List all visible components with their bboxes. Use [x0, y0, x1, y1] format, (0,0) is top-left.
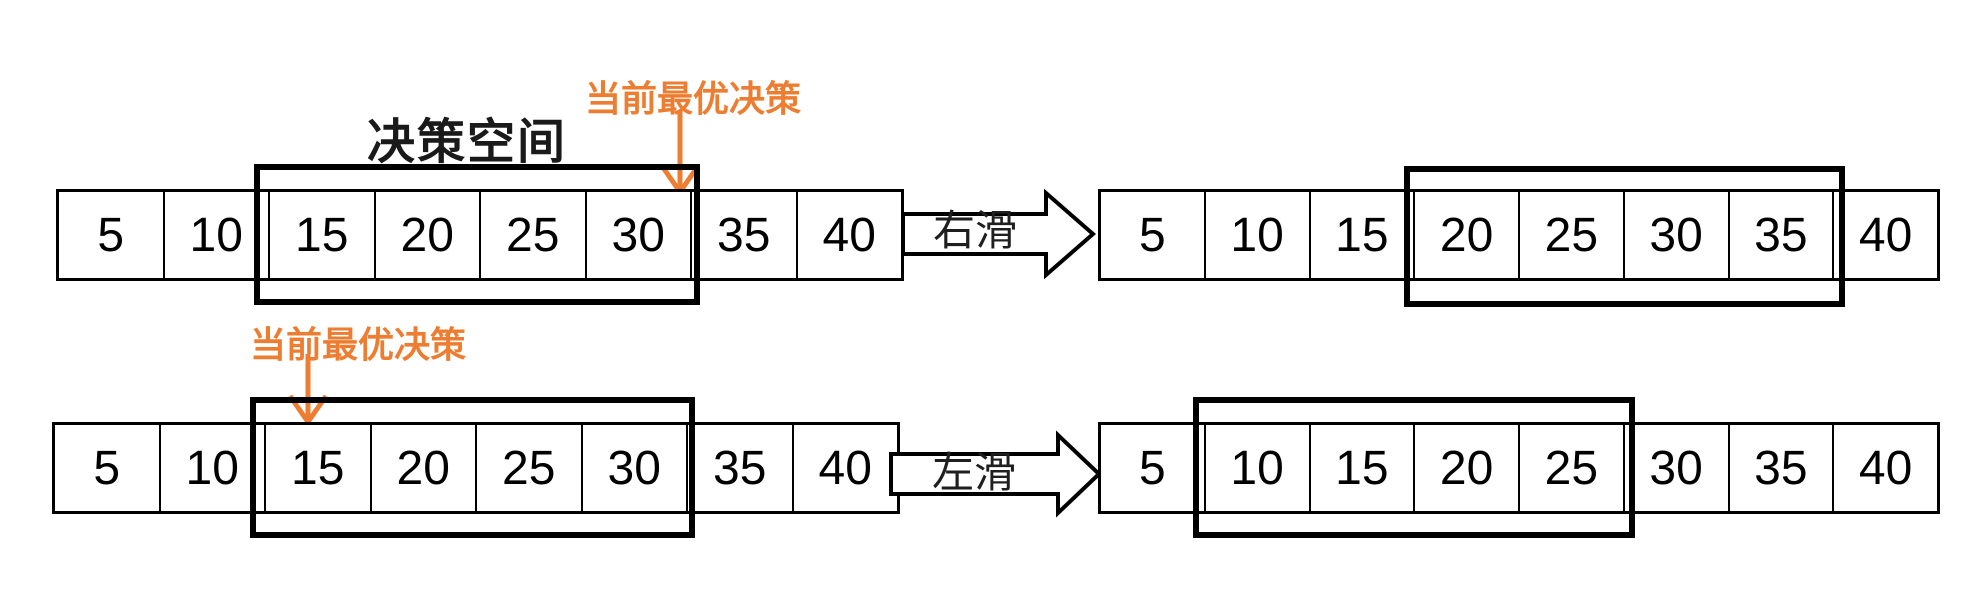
- array-cell: 25: [477, 425, 583, 511]
- array-cell: 25: [1520, 192, 1625, 278]
- array-cell: 30: [587, 192, 692, 278]
- slide-right-label: 右滑: [932, 209, 1017, 255]
- current-best-label-top: 当前最优决策: [585, 78, 802, 119]
- array-cell: 35: [1730, 425, 1835, 511]
- array-cell: 40: [818, 441, 872, 495]
- array-cell: 20: [372, 425, 477, 511]
- array-cell: 10: [1206, 192, 1311, 278]
- current-best-label-bottom: 当前最优决策: [250, 324, 467, 365]
- decision-space-title: 决策空间: [366, 116, 567, 169]
- array-cell: 5: [55, 425, 161, 511]
- array-cell: 10: [161, 425, 266, 511]
- slide-left-arrow-icon: [889, 430, 1102, 518]
- array-cell: 15: [1311, 425, 1416, 511]
- array-cell: 5: [1101, 192, 1206, 278]
- array-cell: 35: [1730, 192, 1835, 278]
- array-cell: 15: [266, 425, 372, 511]
- array-cell: 25: [481, 192, 587, 278]
- current-best-arrow-top-icon: [659, 110, 701, 197]
- array-cell: 25: [1520, 425, 1625, 511]
- array-cell: 5: [1101, 425, 1206, 511]
- array-cell: 40: [1858, 441, 1913, 495]
- array-cell: 30: [1625, 192, 1730, 278]
- array-cell: 5: [59, 192, 165, 278]
- array-cell: 15: [1311, 192, 1416, 278]
- array-cell: 30: [583, 425, 688, 511]
- array-cell: 20: [1415, 192, 1520, 278]
- current-best-arrow-bottom-icon: [287, 354, 329, 427]
- array-cell: 40: [1858, 208, 1913, 262]
- array-cell: 20: [376, 192, 481, 278]
- array-cell: 35: [688, 425, 794, 511]
- slide-left-label: 左滑: [931, 451, 1016, 497]
- array-cell: 35: [692, 192, 798, 278]
- array-cell: 30: [1625, 425, 1730, 511]
- array-cell: 10: [165, 192, 270, 278]
- slide-right-arrow-icon: [901, 188, 1097, 280]
- array-cell: 40: [822, 208, 876, 262]
- array-cell: 10: [1206, 425, 1311, 511]
- array-cell: 20: [1415, 425, 1520, 511]
- array-cell: 15: [270, 192, 376, 278]
